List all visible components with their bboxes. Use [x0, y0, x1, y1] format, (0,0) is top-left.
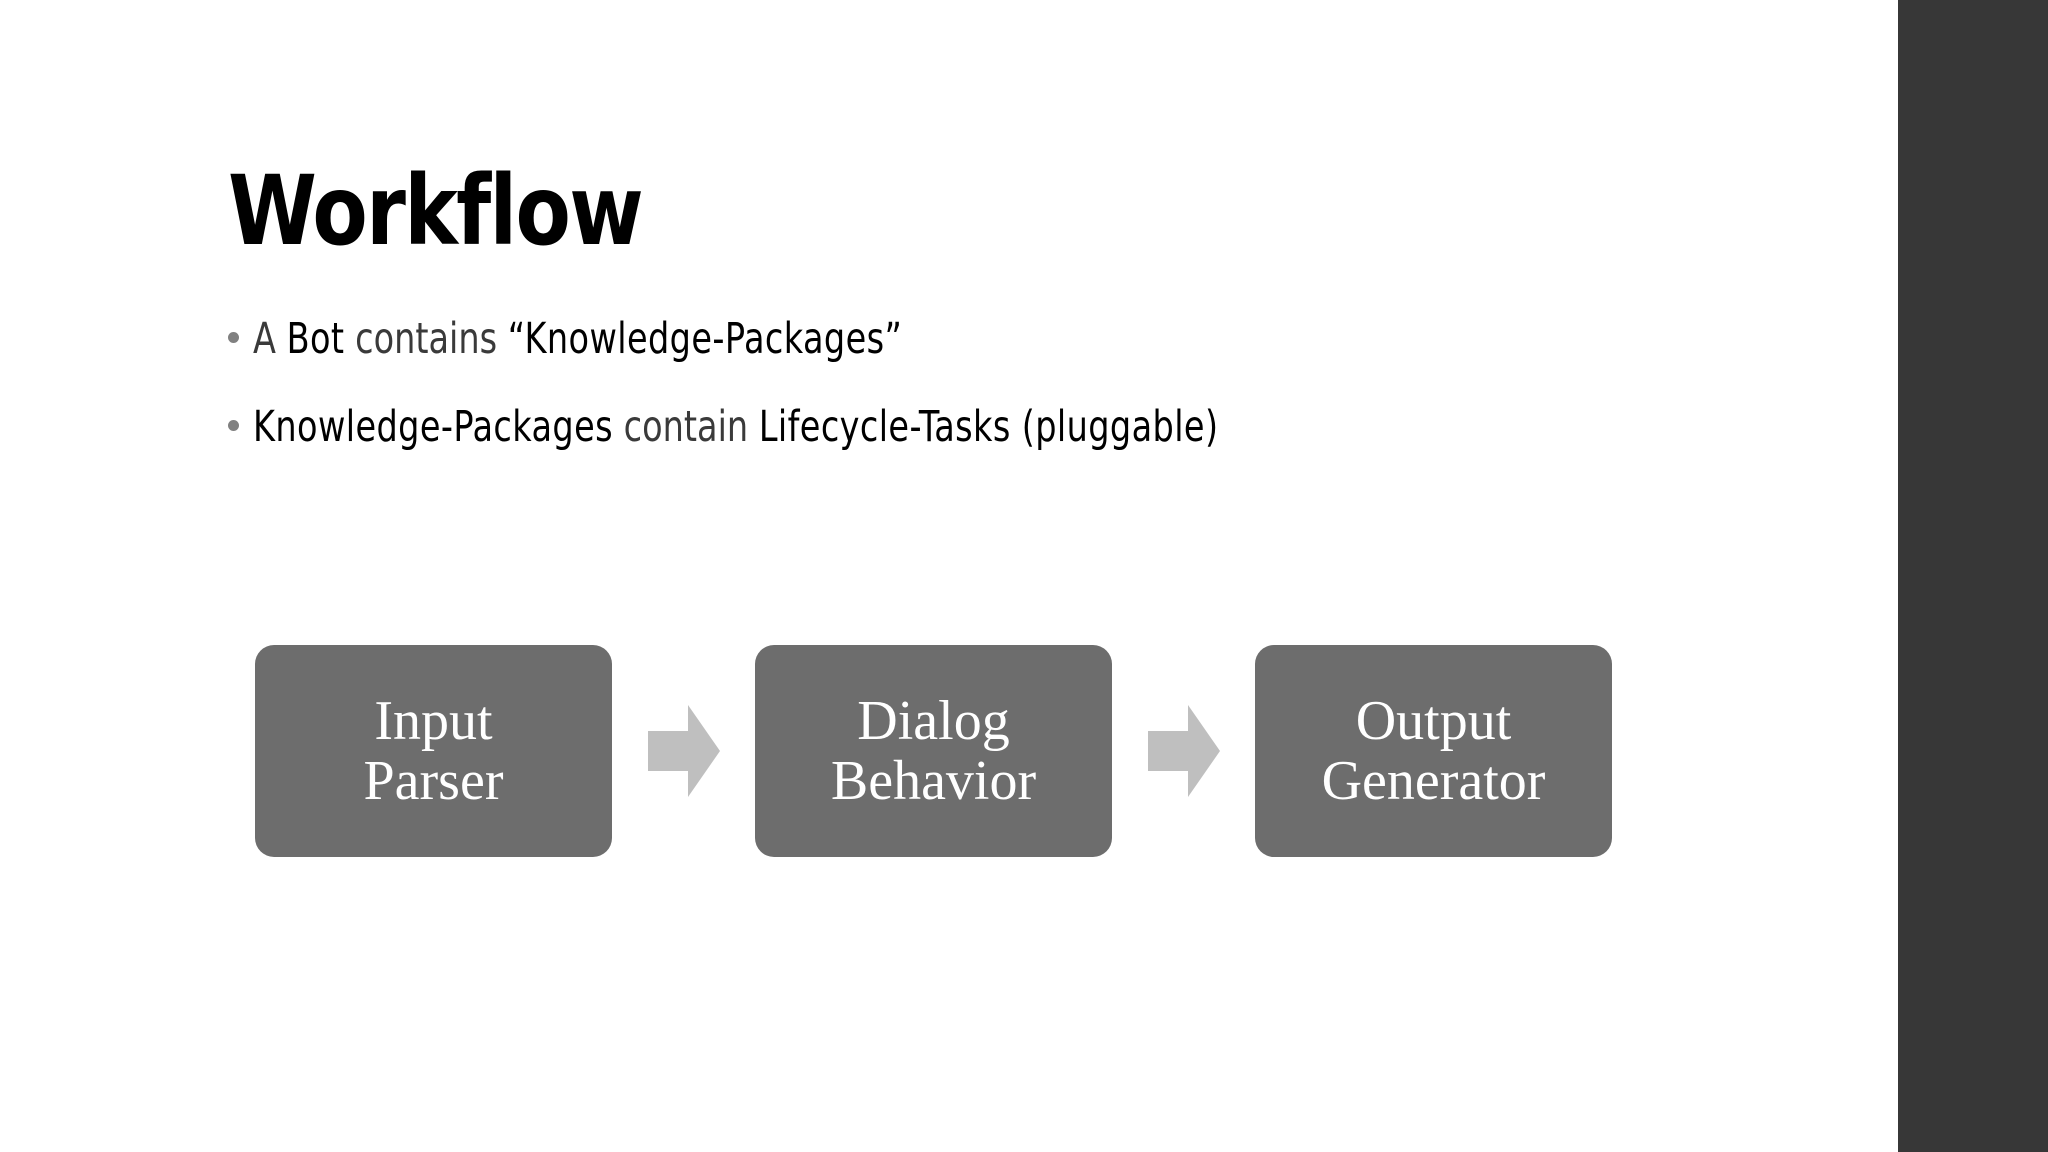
- arrow-right-icon: [647, 705, 720, 797]
- bullet-1-segment-2: Bot: [286, 314, 345, 364]
- workflow-diagram: Input Parser Dialog Behavior Output Gene…: [255, 645, 1612, 857]
- list-item: Knowledge-Packages contain Lifecycle-Tas…: [228, 406, 1728, 494]
- flow-node-label-line1: Output: [1355, 689, 1512, 752]
- bullet-2-segment-2: contain: [612, 402, 759, 452]
- bullet-2-segment-1: Knowledge-Packages: [253, 402, 613, 452]
- bullet-2-segment-3: Lifecycle-Tasks (pluggable): [758, 402, 1219, 452]
- flow-node-dialog-behavior[interactable]: Dialog Behavior: [755, 645, 1112, 857]
- flow-arrow-2: [1112, 645, 1255, 857]
- flow-node-label-line2: Generator: [1321, 750, 1546, 812]
- list-item-label: Knowledge-Packages contain Lifecycle-Tas…: [253, 406, 1218, 449]
- flow-node-label-line2: Parser: [363, 750, 504, 812]
- slide-canvas: Workflow A Bot contains “Knowledge-Packa…: [228, 155, 1728, 857]
- flow-node-output-generator[interactable]: Output Generator: [1255, 645, 1612, 857]
- list-item: A Bot contains “Knowledge-Packages”: [228, 318, 1728, 406]
- flow-arrow-1: [612, 645, 755, 857]
- bullet-1-segment-1: A: [253, 314, 287, 364]
- bullet-dot-icon: [228, 332, 239, 343]
- flow-node-label-line2: Behavior: [830, 750, 1037, 812]
- bullet-1-segment-4: “Knowledge-Packages”: [507, 314, 903, 364]
- flow-node-input-parser[interactable]: Input Parser: [255, 645, 612, 857]
- bullet-1-segment-3: contains: [344, 314, 508, 364]
- bullet-dot-icon: [228, 420, 239, 431]
- list-item-label: A Bot contains “Knowledge-Packages”: [253, 318, 902, 361]
- page-title: Workflow: [228, 155, 644, 267]
- bullet-list: A Bot contains “Knowledge-Packages” Know…: [228, 318, 1728, 494]
- flow-node-label-line1: Input: [374, 689, 493, 752]
- flow-node-label-line1: Dialog: [857, 689, 1010, 752]
- slide-right-band: [1898, 0, 2048, 1152]
- arrow-right-icon: [1147, 705, 1220, 797]
